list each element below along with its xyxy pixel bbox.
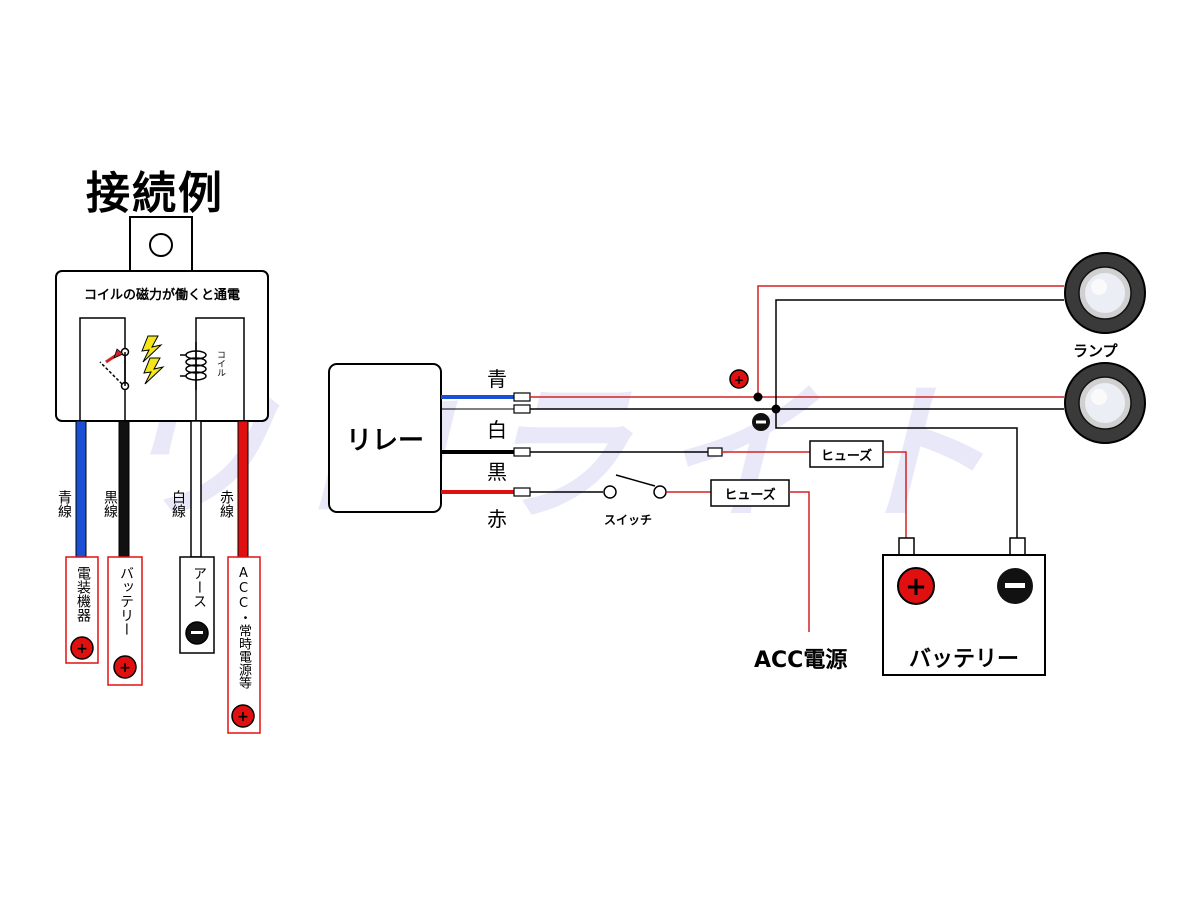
dest-box-red	[227, 556, 261, 734]
svg-text:+: +	[237, 709, 249, 725]
wire-label-black: 黒線	[102, 490, 118, 518]
svg-text:+: +	[734, 373, 744, 387]
fuse-label: ヒューズ	[724, 488, 776, 503]
wire-color-white: 白	[487, 418, 507, 442]
lamp-label: ランプ	[1073, 342, 1118, 360]
terminal	[513, 404, 531, 414]
svg-text:+: +	[119, 660, 131, 676]
switch-label: スイッチ	[604, 513, 653, 527]
plus-icon	[113, 655, 137, 679]
page-title: 接続例	[86, 168, 224, 219]
wire-label-blue: 青線	[56, 490, 72, 518]
relay-heading: コイルの磁力が働くと通電	[83, 288, 240, 303]
wire-white	[190, 420, 202, 558]
plus-icon	[231, 704, 255, 728]
acc-label: ACC電源	[754, 648, 848, 673]
battery-label: バッテリー	[908, 647, 1019, 672]
fuse-label: ヒューズ	[820, 449, 873, 464]
wire-label-white: 白線	[170, 490, 186, 518]
wire-color-red: 赤	[487, 507, 507, 531]
terminal	[513, 392, 531, 402]
wire-red	[237, 420, 249, 558]
relay-label: リレー	[345, 426, 424, 456]
relay-mount-hole	[149, 233, 173, 257]
dest-label-red: ACC・常時電源等	[236, 566, 251, 689]
svg-text:+: +	[76, 641, 88, 657]
terminal	[513, 487, 531, 497]
relay-block	[328, 363, 442, 513]
plus-icon	[729, 369, 749, 389]
plus-icon	[70, 636, 94, 660]
switch-contact	[603, 485, 617, 499]
terminal	[513, 447, 531, 457]
lamp-icon	[1064, 252, 1146, 334]
lamp-icon	[1064, 362, 1146, 444]
switch-lever	[615, 474, 656, 487]
fuse-box-2	[710, 479, 790, 507]
dest-label-blue: 電装機器	[75, 566, 91, 622]
plus-icon	[897, 567, 935, 605]
switch-lever-dashed	[99, 361, 123, 385]
coil-label: コイル	[215, 350, 225, 377]
dest-label-white: アース	[191, 566, 207, 608]
lightning-icon	[143, 357, 165, 385]
svg-text:+: +	[905, 572, 927, 602]
battery-terminal	[1009, 537, 1026, 556]
dest-label-black: バッテリー	[118, 566, 134, 636]
coil-icon	[180, 342, 207, 390]
wire-blue	[75, 420, 87, 558]
terminal	[707, 447, 723, 457]
dest-box-white	[179, 556, 215, 654]
wire-color-black: 黒	[487, 460, 507, 484]
switch-contact	[653, 485, 667, 499]
relay-body	[55, 270, 269, 422]
wire-color-blue: 青	[487, 367, 507, 391]
lightning-icon	[141, 335, 163, 363]
wire-black	[118, 420, 130, 558]
battery-terminal	[898, 537, 915, 556]
wire-label-red: 赤線	[218, 490, 234, 518]
fuse-box-1	[809, 440, 884, 468]
